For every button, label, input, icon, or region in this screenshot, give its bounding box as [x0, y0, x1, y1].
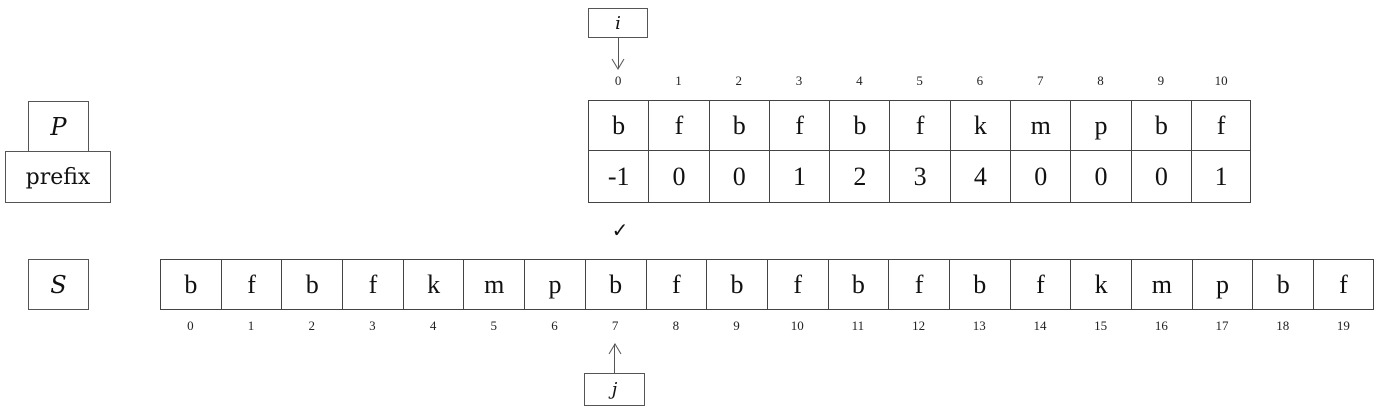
text-index: 9 [733, 318, 740, 333]
pattern-label: P [50, 112, 67, 141]
prefix-label: prefix [25, 164, 91, 190]
text-index: 10 [790, 318, 804, 333]
pattern-index: 10 [1214, 73, 1228, 88]
pattern-label-box: P [28, 101, 89, 152]
prefix-cell: -1 [588, 150, 649, 203]
pattern-index: 8 [1097, 73, 1104, 88]
pattern-index: 2 [735, 73, 742, 88]
text-cell: m [463, 259, 525, 310]
arrow-up-icon [608, 343, 622, 355]
text-cell: f [220, 259, 282, 310]
pattern-cell: p [1070, 100, 1131, 151]
text-index: 12 [912, 318, 926, 333]
pattern-cell: k [949, 100, 1011, 151]
text-cell: b [281, 259, 343, 310]
pattern-cell: f [1190, 100, 1252, 151]
text-cell: f [1009, 259, 1071, 310]
pattern-index-row: 0 1 2 3 4 5 6 7 8 9 10 [588, 73, 1251, 89]
pattern-index: 5 [916, 73, 923, 88]
pattern-row: b f b f b f k m p b f [588, 100, 1252, 151]
pattern-cell: b [829, 100, 890, 151]
text-cell: k [402, 259, 464, 310]
prefix-cell: 0 [1010, 150, 1071, 203]
text-cell: f [1313, 259, 1374, 310]
pattern-cell: b [708, 100, 769, 151]
text-row: b f b f k m p b f b f b f b f k m p b f [160, 259, 1374, 310]
text-cell: f [645, 259, 707, 310]
text-index: 11 [851, 318, 865, 333]
text-cell: b [160, 259, 221, 310]
text-label-box: S [28, 259, 89, 310]
prefix-cell: 1 [768, 150, 830, 203]
check-icon: ✓ [611, 218, 629, 242]
text-index-row: 0 1 2 3 4 5 6 7 8 9 10 11 12 13 14 15 16… [160, 318, 1374, 334]
prefix-cell: 0 [648, 150, 709, 203]
prefix-cell: 0 [1070, 150, 1131, 203]
text-cell: f [342, 259, 403, 310]
text-index: 16 [1154, 318, 1168, 333]
pattern-cell: b [1130, 100, 1191, 151]
text-cell: k [1070, 259, 1131, 310]
text-index: 2 [308, 318, 315, 333]
text-index: 5 [490, 318, 498, 333]
prefix-cell: 3 [889, 150, 950, 203]
text-cell: b [948, 259, 1010, 310]
text-index: 14 [1033, 318, 1047, 333]
prefix-row: -1 0 0 1 2 3 4 0 0 0 1 [588, 150, 1252, 203]
pattern-index: 0 [614, 73, 622, 88]
pattern-cell: f [889, 100, 950, 151]
text-index: 13 [972, 318, 986, 333]
pattern-index: 3 [795, 73, 803, 88]
text-cell: f [888, 259, 949, 310]
text-cell: b [1252, 259, 1314, 310]
pointer-j-arrow [614, 344, 615, 373]
prefix-cell: 0 [1130, 150, 1191, 203]
pattern-index: 1 [675, 73, 682, 88]
prefix-cell: 0 [708, 150, 769, 203]
text-index: 4 [429, 318, 437, 333]
text-index: 18 [1276, 318, 1290, 333]
pattern-cell: f [768, 100, 830, 151]
prefix-cell: 1 [1190, 150, 1252, 203]
text-cell: b [584, 259, 646, 310]
pointer-i-arrow [618, 38, 619, 68]
text-index: 19 [1336, 318, 1350, 333]
pattern-cell: b [588, 100, 649, 151]
text-index: 7 [611, 318, 619, 333]
text-index: 15 [1094, 318, 1108, 333]
text-cell: b [706, 259, 767, 310]
prefix-cell: 2 [829, 150, 890, 203]
prefix-cell: 4 [949, 150, 1011, 203]
prefix-label-box: prefix [5, 151, 111, 203]
pattern-cell: m [1010, 100, 1071, 151]
pointer-j-label: j [611, 379, 618, 400]
text-cell: f [766, 259, 828, 310]
text-index: 6 [551, 318, 558, 333]
text-index: 3 [369, 318, 376, 333]
pointer-j-box: j [584, 373, 645, 406]
text-index: 17 [1215, 318, 1229, 333]
pointer-i-box: i [588, 8, 648, 38]
text-cell: m [1131, 259, 1192, 310]
pattern-cell: f [648, 100, 709, 151]
text-index: 0 [187, 318, 194, 333]
pattern-index: 7 [1036, 73, 1044, 88]
text-index: 8 [672, 318, 680, 333]
text-cell: p [524, 259, 585, 310]
text-label: S [50, 270, 67, 299]
pattern-index: 4 [856, 73, 863, 88]
pattern-index: 9 [1157, 73, 1165, 88]
pointer-i-label: i [615, 12, 621, 34]
arrow-down-icon [611, 58, 625, 70]
text-index: 1 [247, 318, 255, 333]
pattern-index: 6 [976, 73, 984, 88]
text-cell: p [1191, 259, 1253, 310]
text-cell: b [827, 259, 889, 310]
